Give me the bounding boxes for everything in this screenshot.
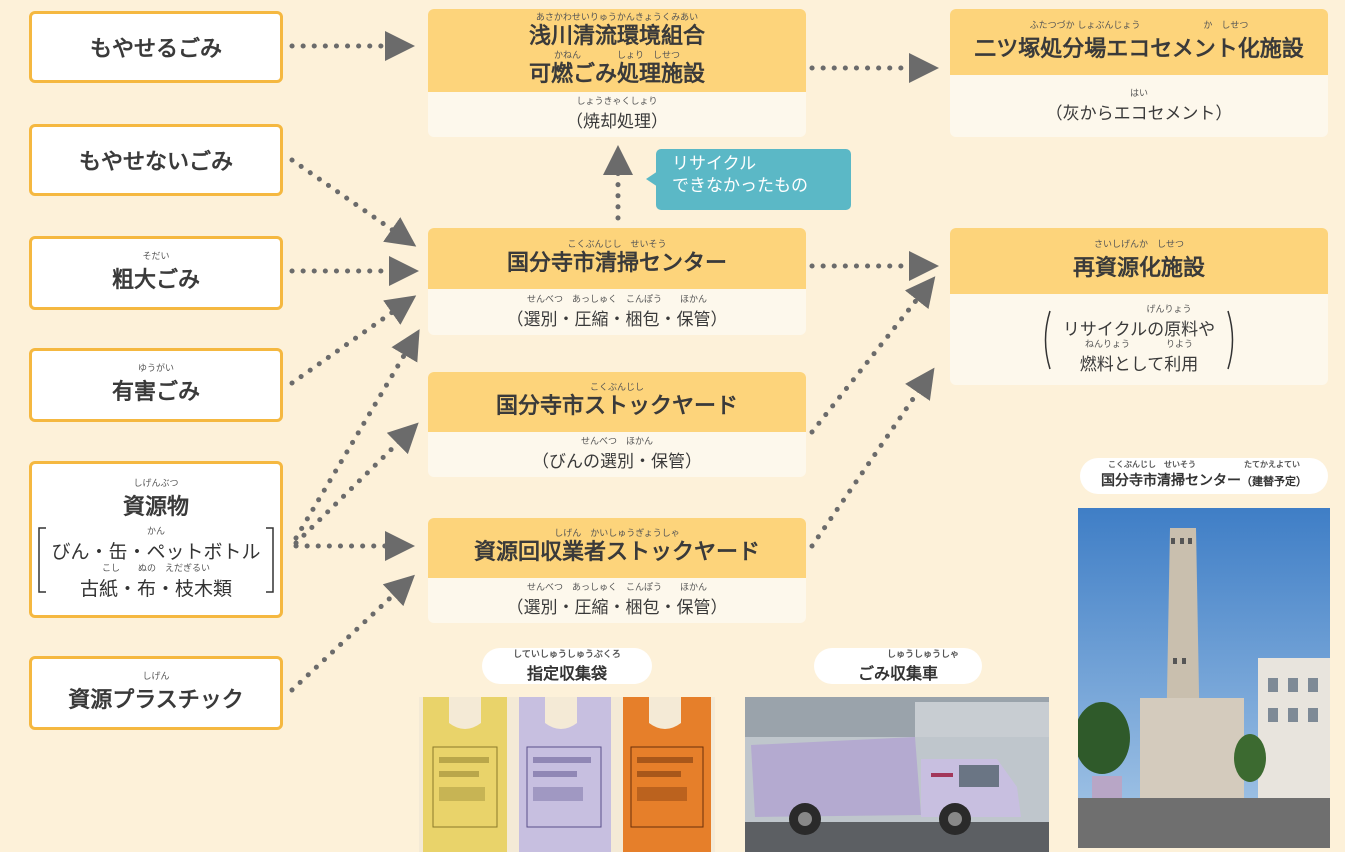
node-stock: こくぶんじし 国分寺市ストックヤード せんべつ ほかん （びんの選別・保管） (428, 372, 806, 477)
source-shigen-label: 資源物 (122, 494, 189, 520)
center-ruby: こくぶんじし せいそう (567, 239, 667, 250)
asakawa-ruby2: かねん しょり しせつ (553, 50, 680, 61)
photo-truck (745, 697, 1049, 852)
shigen-stock-sub: （選別・圧縮・梱包・保管） (506, 598, 728, 618)
source-shigen-ruby1: かん (146, 526, 165, 537)
source-shigen-detail: かん びん・缶・ペットボトル こし ぬの えだぎるい 古紙・布・枝木類 (37, 527, 274, 601)
source-plastic-label: 資源プラスチック (68, 688, 244, 713)
center-sub: （選別・圧縮・梱包・保管） (506, 309, 728, 330)
recycle-title: 再資源化施設 (1072, 256, 1205, 281)
right-paren (1227, 310, 1234, 370)
recycle-line1-ruby: げんりょう (1146, 304, 1192, 315)
building-illustration (1078, 508, 1330, 848)
source-yugai-label: 有害ごみ (111, 380, 200, 405)
shigen-stock-sub-ruby: せんべつ あっしゅく こんぽう ほかん (526, 583, 707, 593)
caption-bags-ruby: していしゅうしゅうぶくろ (513, 650, 621, 660)
asakawa-sub-ruby: しょうきゃくしょり (576, 97, 658, 107)
node-center: こくぶんじし せいそう 国分寺市清掃センター せんべつ あっしゅく こんぽう ほ… (428, 228, 806, 335)
source-plastic: しげん 資源プラスチック (29, 656, 283, 730)
caption-building-small: （建替予定） (1241, 475, 1307, 488)
ecocement-sub: （灰からエコセメント） (1045, 103, 1233, 124)
arrow-moyasenai-to-center (289, 157, 417, 247)
arrow-plastic-to-shigenstock (289, 574, 415, 693)
arrow-shigen-to-stock (293, 422, 419, 546)
truck-illustration (745, 697, 1049, 852)
source-sodai-label: 粗大ごみ (111, 268, 200, 293)
source-sodai: そだい 粗大ごみ (29, 236, 283, 310)
asakawa-title1: 浅川清流環境組合 (528, 23, 705, 49)
caption-truck-label: ごみ収集車 (857, 664, 938, 683)
source-plastic-ruby: しげん (142, 672, 170, 682)
node-ecocement: ふたつづか しょぶんじょう か しせつ 二ツ塚処分場エコセメント化施設 はい （… (950, 9, 1328, 137)
source-yugai: ゆうがい 有害ごみ (29, 348, 283, 422)
source-moyaseru: もやせるごみ (29, 11, 283, 83)
ecocement-title: 二ツ塚処分場エコセメント化施設 (974, 37, 1304, 62)
caption-bags-label: 指定収集袋 (526, 664, 607, 683)
arrow-shigen-to-center (293, 329, 420, 541)
source-shigen-ruby2: こし ぬの えだぎるい (101, 563, 210, 574)
ecocement-sub-ruby: はい (1129, 88, 1148, 99)
node-asakawa: あさかわせいりゅうかんきょうくみあい 浅川清流環境組合 かねん しょり しせつ … (428, 9, 806, 137)
callout-pointer (646, 171, 658, 187)
shigen-stock-title: 資源回収業者ストックヤード (473, 540, 760, 565)
center-title: 国分寺市清掃センター (506, 250, 727, 276)
source-moyasenai: もやせないごみ (29, 124, 283, 196)
source-shigen-line2: 古紙・布・枝木類 (79, 577, 232, 600)
callout-line1: リサイクル (672, 154, 757, 174)
source-yugai-ruby: ゆうがい (137, 364, 174, 374)
stock-sub-ruby: せんべつ ほかん (580, 437, 653, 447)
source-shigen-ruby: しげんぶつ (133, 478, 179, 489)
caption-building-text: 国分寺市清掃センター（建替予定） (1080, 470, 1328, 490)
arrow-stock-to-recycle (809, 276, 936, 435)
arrow-yugai-to-center (289, 295, 417, 386)
recycle-line2-ruby: ねんりょう りよう (1084, 339, 1193, 350)
left-bracket (38, 526, 47, 593)
caption-building-ruby: こくぶんじし せいそう たてかえよてい (1108, 460, 1300, 469)
ecocement-ruby: ふたつづか しょぶんじょう か しせつ (1029, 21, 1249, 31)
bags-illustration (423, 697, 711, 852)
caption-truck-ruby: しゅうしゅうしゃ (886, 650, 959, 660)
source-moyaseru-label: もやせるごみ (89, 37, 222, 62)
caption-truck: しゅうしゅうしゃ ごみ収集車 (814, 648, 982, 684)
left-paren (1044, 310, 1051, 370)
recycle-line1: リサイクルの原料や (1062, 319, 1216, 340)
photo-building (1078, 508, 1330, 848)
arrow-shigenstock-to-recycle (809, 367, 935, 549)
callout-line2: できなかったもの (672, 176, 808, 196)
asakawa-sub: （焼却処理） (566, 112, 668, 132)
recycle-line2: 燃料として利用 (1079, 354, 1199, 375)
shigen-stock-ruby: しげん かいしゅうぎょうしゃ (554, 529, 680, 539)
source-shigen: しげんぶつ 資源物 かん びん・缶・ペットボトル こし ぬの えだぎるい 古紙・… (29, 461, 283, 618)
photo-bags (419, 697, 715, 852)
center-sub-ruby: せんべつ あっしゅく こんぽう ほかん (526, 294, 707, 305)
recycle-ruby: さいしげんか しせつ (1093, 240, 1184, 250)
source-moyasenai-label: もやせないごみ (78, 150, 233, 175)
caption-building-label: 国分寺市清掃センター (1101, 473, 1241, 489)
caption-bags: していしゅうしゅうぶくろ 指定収集袋 (482, 648, 652, 684)
right-bracket (265, 526, 274, 593)
asakawa-ruby: あさかわせいりゅうかんきょうくみあい (535, 12, 699, 23)
callout-not-recyclable: リサイクル できなかったもの (656, 149, 851, 210)
source-sodai-ruby: そだい (142, 252, 170, 262)
stock-sub: （びんの選別・保管） (532, 452, 702, 472)
caption-building: こくぶんじし せいそう たてかえよてい 国分寺市清掃センター（建替予定） (1080, 458, 1328, 494)
node-recycle: さいしげんか しせつ 再資源化施設 げんりょう リサイクルの原料や ねんりょう … (950, 228, 1328, 385)
node-shigen-stock: しげん かいしゅうぎょうしゃ 資源回収業者ストックヤード せんべつ あっしゅく … (428, 518, 806, 623)
stock-ruby: こくぶんじし (589, 383, 644, 393)
source-shigen-line1: びん・缶・ペットボトル (51, 540, 261, 563)
stock-title: 国分寺市ストックヤード (495, 394, 738, 419)
asakawa-title2: 可燃ごみ処理施設 (528, 61, 705, 87)
